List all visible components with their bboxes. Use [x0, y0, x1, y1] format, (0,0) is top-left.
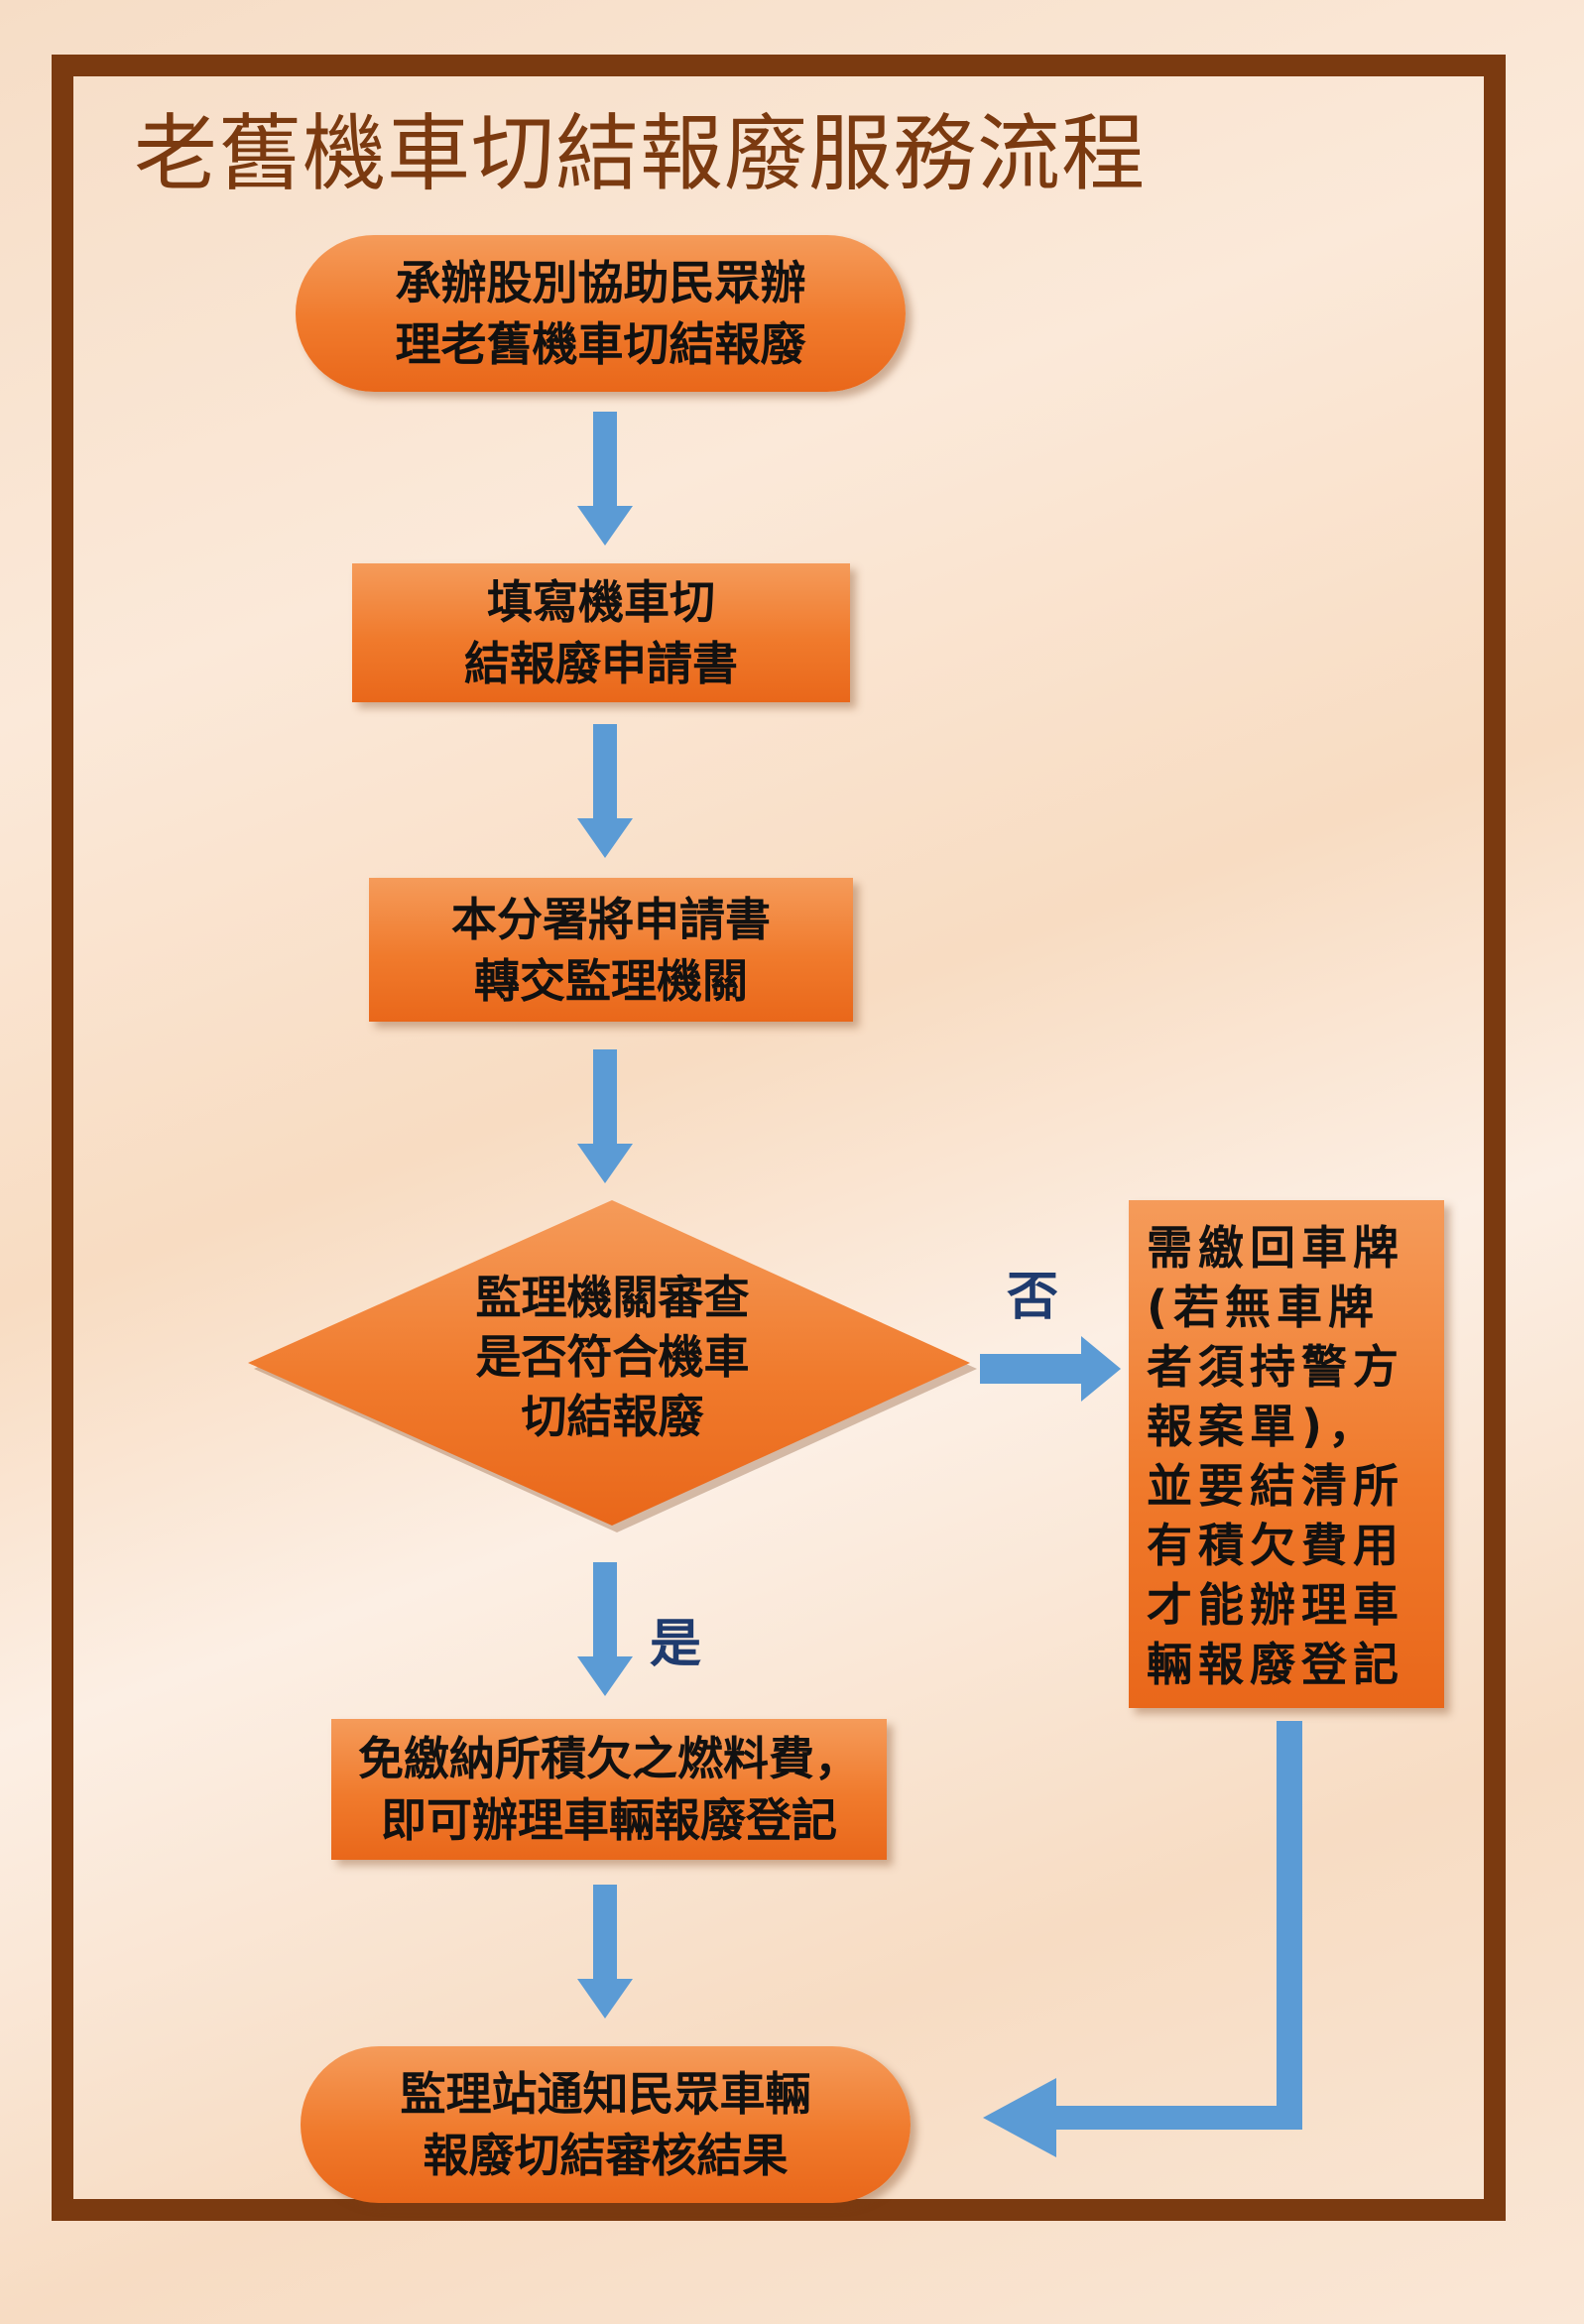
no-result-node: 需繳回車牌(若無車牌者須持警方報案單)，並要結清所有積欠費用才能辦理車輛報廢登記	[1129, 1200, 1444, 1708]
down-arrow-yes	[577, 1562, 633, 1696]
page-frame	[52, 55, 1506, 2221]
step-start-node: 承辦股別協助民眾辦 理老舊機車切結報廢	[296, 235, 906, 392]
decision-diamond	[248, 1200, 977, 1532]
down-arrow-3	[577, 1049, 633, 1183]
down-arrow-2	[577, 724, 633, 858]
no-label: 否	[1007, 1268, 1059, 1327]
step-fill-application-node: 填寫機車切 結報廢申請書	[352, 563, 850, 702]
down-arrow-final	[577, 1885, 633, 2018]
step-final-node: 監理站通知民眾車輛 報廢切結審核結果	[301, 2046, 911, 2203]
step-forward-application-node: 本分署將申請書 轉交監理機關	[369, 878, 853, 1022]
yes-label: 是	[650, 1615, 702, 1674]
return-connector-arrow	[983, 1721, 1302, 2157]
decision-text: 監理機關審查 是否符合機車 切結報廢	[475, 1271, 750, 1443]
down-arrow-1	[577, 412, 633, 546]
right-arrow-no	[980, 1336, 1121, 1402]
yes-result-node: 免繳納所積欠之燃料費， 即可辦理車輛報廢登記	[331, 1719, 887, 1860]
page-title: 老舊機車切結報廢服務流程	[134, 105, 1147, 202]
